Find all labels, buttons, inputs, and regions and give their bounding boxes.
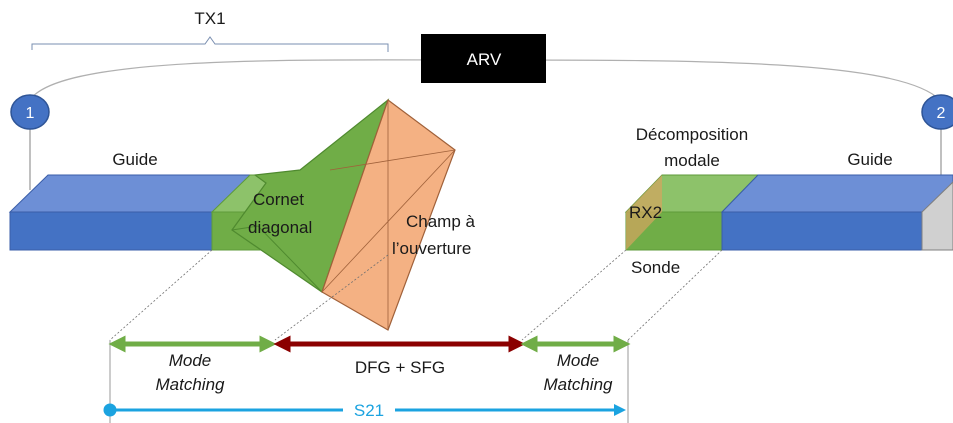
mode-right-line2: Matching (544, 375, 614, 394)
port2-label: 2 (937, 105, 946, 122)
port2-circle[interactable] (921, 94, 953, 130)
tx1-label: TX1 (194, 9, 225, 28)
arv-box (421, 34, 546, 83)
sonde-label: Sonde (631, 258, 680, 277)
rx-probe (624, 174, 760, 251)
champ-label-line1: Champ à (406, 212, 476, 231)
dfg-sfg-label: DFG + SFG (355, 358, 445, 377)
guide-right-label: Guide (847, 150, 892, 169)
diagonal-horn (210, 98, 390, 293)
cornet-label-line2: diagonal (248, 218, 312, 237)
aperture-field (321, 99, 456, 331)
guide-left-label: Guide (112, 150, 157, 169)
mode-right-line1: Mode (557, 351, 600, 370)
s21-label: S21 (354, 401, 384, 420)
projection-lines (109, 249, 723, 341)
tx1-brace (31, 36, 389, 52)
champ-label-line2: l’ouverture (392, 239, 471, 258)
port1-circle[interactable] (10, 94, 50, 130)
mode-left-line2: Matching (156, 375, 226, 394)
arv-label: ARV (467, 50, 502, 69)
cornet-label-line1: Cornet (253, 190, 304, 209)
decomp-label-line2: modale (664, 151, 720, 170)
s21-label-box (343, 398, 395, 422)
rx2-label: RX2 (629, 203, 662, 222)
right-waveguide (720, 174, 953, 251)
port1-label: 1 (26, 105, 35, 122)
decomp-label-line1: Décomposition (636, 125, 748, 144)
mode-left-line1: Mode (169, 351, 212, 370)
